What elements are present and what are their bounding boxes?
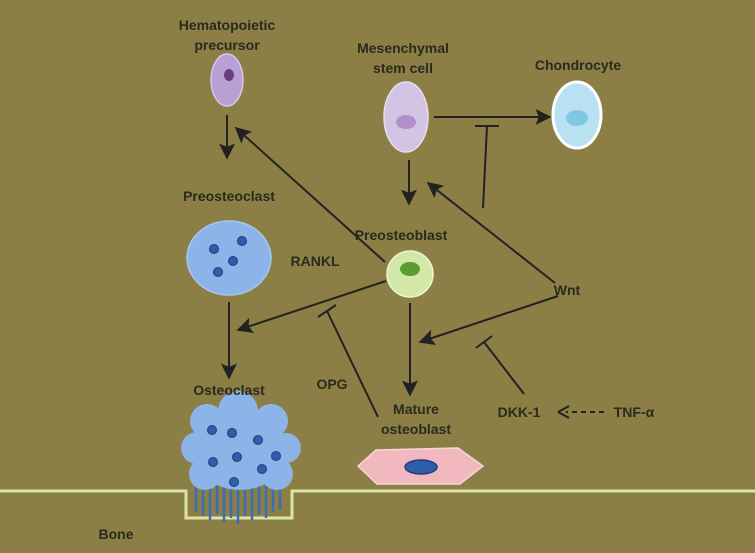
label-mature-line2: osteoblast	[381, 421, 451, 437]
label-mesenchymal-line1: Mesenchymal	[357, 40, 449, 56]
arrow-preosteoblast-to-osteoclast-lineage	[236, 280, 387, 334]
chondrocyte-cell	[551, 80, 603, 150]
label-hematopoietic-line2: precursor	[194, 37, 260, 53]
preosteoclast-cell	[186, 220, 272, 296]
label-mesenchymal-line2: stem cell	[373, 60, 433, 76]
mature-osteoblast-cell	[356, 447, 485, 485]
arrow-preosteoblast-rankl-to-hematopoietic	[234, 126, 386, 263]
label-opg: OPG	[316, 376, 347, 392]
inhibit-dkk1-wnt	[475, 335, 525, 395]
inhibit-wnt-chondrocyte-differentiation	[475, 125, 499, 209]
label-chondrocyte: Chondrocyte	[535, 57, 622, 73]
label-hematopoietic-line1: Hematopoietic	[179, 17, 276, 33]
preosteoblast-cell	[386, 250, 434, 298]
label-wnt: Wnt	[554, 282, 581, 298]
label-dkk1: DKK-1	[498, 404, 541, 420]
label-rankl: RANKL	[291, 253, 340, 269]
inhibit-opg-rankl	[317, 304, 379, 418]
bone-surface-line	[0, 489, 755, 520]
label-tnf-alpha: TNF-α	[614, 404, 655, 420]
dashed-arrow-tnf-to-dkk1	[557, 405, 604, 419]
label-bone: Bone	[99, 526, 134, 542]
osteoclast-cell	[181, 391, 301, 524]
hematopoietic-precursor-cell	[210, 53, 244, 107]
label-osteoclast: Osteoclast	[193, 382, 265, 398]
arrow-wnt-to-mesenchymal	[426, 182, 556, 284]
label-preosteoblast: Preosteoblast	[355, 227, 448, 243]
label-preosteoclast: Preosteoclast	[183, 188, 275, 204]
mesenchymal-stem-cell	[383, 81, 429, 153]
label-mature-line1: Mature	[393, 401, 439, 417]
arrow-wnt-to-mature-osteoblast-path	[418, 295, 559, 346]
